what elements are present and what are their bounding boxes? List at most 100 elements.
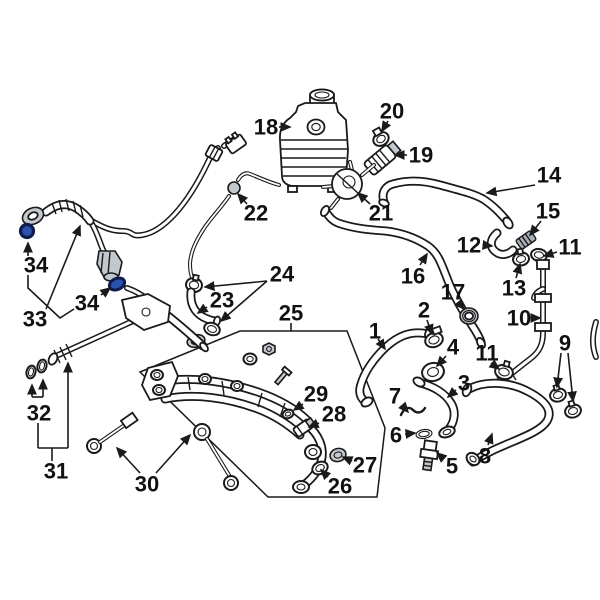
bracket (120, 293, 171, 331)
seal-32b (36, 358, 48, 374)
leader-line-30 (155, 433, 192, 474)
oring-29 (281, 408, 295, 420)
leader-line-23 (196, 303, 209, 314)
callout-label-11-10: 11 (558, 235, 581, 260)
rod-30a (86, 411, 139, 454)
clamp-13 (512, 247, 530, 267)
leader-line-1 (375, 338, 386, 351)
leader-line-5 (435, 451, 448, 463)
callout-label-20-20: 20 (380, 99, 404, 124)
leader-line-4 (435, 355, 448, 368)
callout-label-33-33: 33 (23, 307, 47, 332)
leader-line-11 (542, 248, 558, 258)
callout-label-29-29: 29 (304, 382, 328, 407)
leader-line-29 (292, 400, 305, 411)
leader-line-28 (307, 418, 320, 429)
inline-coupler (204, 144, 224, 162)
bolt (273, 365, 293, 386)
leader-line-9 (567, 352, 577, 403)
leader-line-14 (485, 184, 536, 197)
callout-label-6-5: 6 (390, 423, 402, 448)
highlighted-seal-34a (18, 222, 36, 240)
pipe-10 (496, 259, 552, 389)
callout-label-27-27: 27 (353, 453, 377, 478)
leader-line-11 (488, 359, 501, 371)
leader-line-12 (481, 240, 494, 250)
manifold-small-parts (242, 342, 293, 386)
corrugated-sleeve (41, 198, 95, 226)
callout-label-28-28: 28 (322, 402, 346, 427)
elbow-fitting (96, 250, 123, 282)
leader-line-15 (528, 220, 542, 237)
callout-label-32-32: 32 (27, 401, 51, 426)
callout-label-14-14: 14 (537, 163, 562, 188)
hose-8 (461, 383, 549, 468)
hose-16 (320, 205, 486, 349)
hose-14 (378, 181, 514, 230)
leader-line-33 (45, 224, 81, 310)
leader-line-26 (319, 468, 332, 481)
grommet-4 (421, 361, 445, 383)
clamp-9b (564, 399, 582, 419)
callout-label-26-26: 26 (328, 474, 352, 499)
edge-pipe-stub (593, 322, 596, 357)
ball-joint-22 (227, 181, 241, 195)
rod-30b (193, 423, 239, 491)
leader-line-22 (236, 192, 249, 205)
leader-line-20 (381, 120, 392, 133)
callout-label-22-22: 22 (244, 201, 268, 226)
callout-label-8-7: 8 (479, 444, 491, 469)
callout-label-3-2: 3 (458, 371, 470, 396)
callout-label-19-19: 19 (409, 143, 433, 168)
hose-eyelet-end (21, 206, 45, 226)
leader-line-9 (553, 352, 564, 389)
callout-label-21-21: 21 (369, 201, 393, 226)
leader-line-16 (417, 252, 428, 266)
callout-label-2-1: 2 (418, 298, 430, 323)
callout-label-15-15: 15 (536, 199, 560, 224)
sensor-5 (419, 439, 440, 472)
manifold-drawing (141, 360, 322, 494)
distributor-21 (321, 160, 376, 210)
callout-label-30-30: 30 (135, 472, 159, 497)
callout-label-24-24: 24 (270, 262, 295, 287)
leader-line-21 (356, 191, 371, 205)
leader-line-34 (27, 275, 75, 320)
quick-connector-end (224, 131, 247, 155)
callout-label-5-4: 5 (446, 454, 458, 479)
leader-line-30 (115, 446, 141, 474)
leader-line-2 (424, 319, 434, 336)
clamp-2 (424, 325, 444, 349)
callout-label-7-6: 7 (389, 384, 401, 409)
hose-3 (412, 376, 456, 439)
leader-line-17 (454, 298, 466, 311)
callout-label-1-0: 1 (369, 319, 381, 344)
callout-label-25-25: 25 (279, 301, 303, 326)
leader-line-13 (512, 262, 523, 279)
leader-line-6 (404, 429, 417, 439)
pipe-31 (47, 288, 209, 366)
callout-label-31-31: 31 (44, 459, 68, 484)
coupler-15 (515, 230, 537, 250)
leader-line-8 (484, 432, 494, 446)
leader-line-34 (99, 286, 112, 298)
callout-label-16-16: 16 (401, 264, 425, 289)
callout-label-17-17: 17 (441, 280, 465, 305)
callout-label-11-11: 11 (475, 341, 498, 366)
pipe-22 (188, 171, 281, 282)
callout-label-23-23: 23 (210, 288, 234, 313)
oring-6 (415, 428, 433, 440)
leader-line-24 (219, 280, 268, 323)
nut (262, 342, 276, 356)
grommet-17 (459, 307, 479, 325)
elbow-12 (491, 233, 513, 254)
callout-label-18-18: 18 (254, 115, 278, 140)
clamp-24b (203, 321, 221, 337)
callout-label-13-13: 13 (502, 276, 526, 301)
callout-label-9-8: 9 (559, 331, 571, 356)
callout-label-34-34: 34 (24, 253, 49, 278)
pipe-assembly-33 (21, 131, 247, 282)
leader-line-7 (398, 401, 410, 414)
